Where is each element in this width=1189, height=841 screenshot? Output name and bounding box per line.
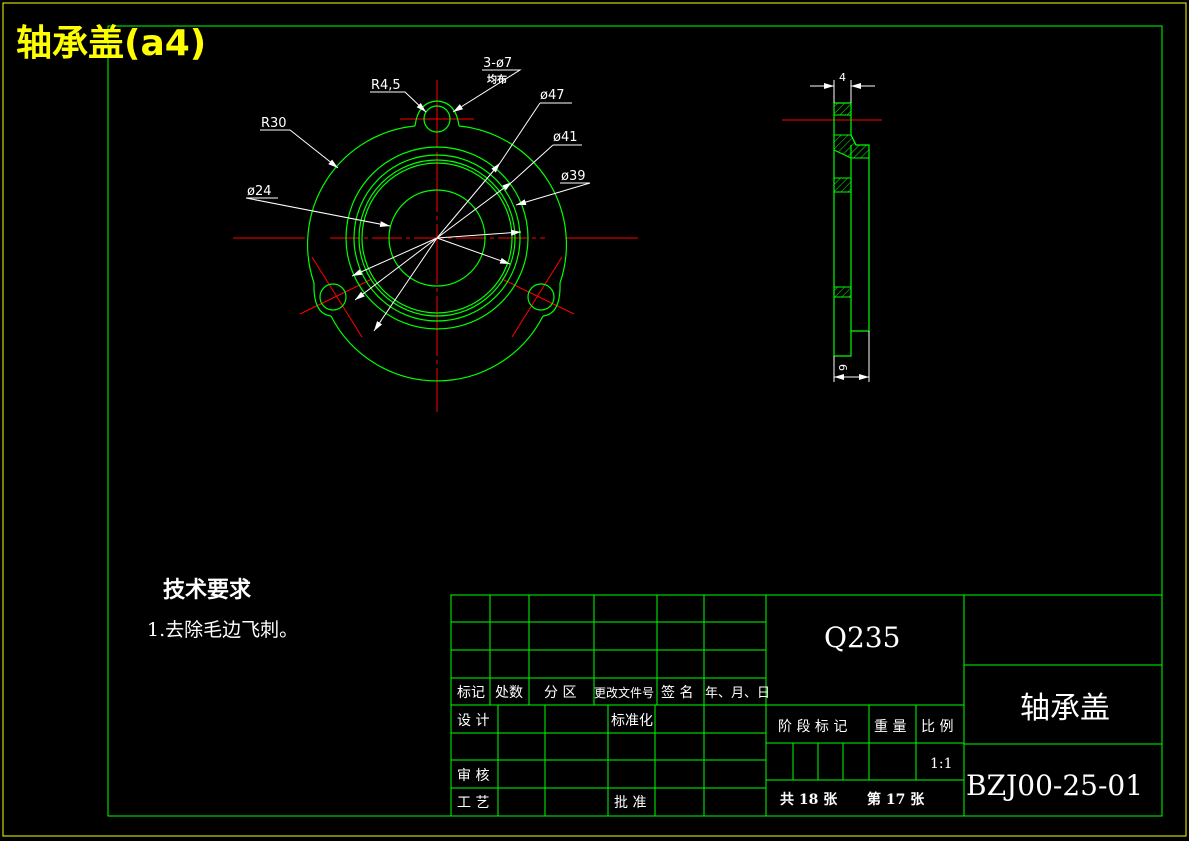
tech-title: 技术要求 (163, 578, 251, 603)
tb-h-mark: 标记 (457, 685, 485, 701)
tb-h-count: 处数 (495, 685, 523, 701)
tb-design: 设 计 (457, 713, 489, 729)
dim-d41: ø41 (553, 130, 578, 145)
tb-part-name: 轴承盖 (1020, 691, 1110, 726)
dim-r30: R30 (261, 116, 287, 131)
front-view: R4,5 3-ø7 均布 ø47 R30 ø41 ø39 ø24 (233, 56, 638, 412)
dim-d47: ø47 (540, 88, 565, 103)
dim-t9: 9 (837, 364, 850, 371)
tb-h-date: 年、月、日 (705, 686, 770, 701)
tech-item-1: 1.去除毛边飞刺。 (147, 619, 298, 641)
dim-d39: ø39 (561, 169, 586, 184)
drawing-title: 轴承盖(a4) (16, 23, 206, 64)
tb-sheet: 第 17 张 (867, 791, 925, 808)
tb-standard: 标准化 (611, 713, 653, 729)
tb-stage: 阶 段 标 记 (778, 719, 847, 735)
tb-h-docno: 更改文件号 (594, 685, 654, 700)
dim-holes-note: 均布 (487, 73, 507, 86)
tb-h-sign: 签 名 (661, 684, 693, 701)
tb-material: Q235 (824, 621, 900, 654)
tb-review: 审 核 (457, 768, 489, 784)
title-block (450, 594, 1163, 817)
tb-scale-label: 比 例 (921, 719, 953, 735)
tb-scale: 1:1 (930, 756, 953, 772)
dim-r45: R4,5 (371, 78, 401, 93)
tb-total: 共 18 张 (780, 791, 838, 808)
side-view: 4 9 (782, 71, 882, 382)
tb-drawing-no: BZJ00-25-01 (966, 769, 1143, 802)
dim-d24: ø24 (247, 184, 272, 199)
tb-h-zone: 分 区 (544, 685, 576, 701)
tb-process: 工 艺 (457, 795, 489, 811)
tb-approve: 批 准 (614, 795, 646, 811)
dim-t4: 4 (839, 71, 846, 84)
dim-holes: 3-ø7 (483, 56, 512, 71)
tb-weight: 重 量 (874, 719, 906, 735)
